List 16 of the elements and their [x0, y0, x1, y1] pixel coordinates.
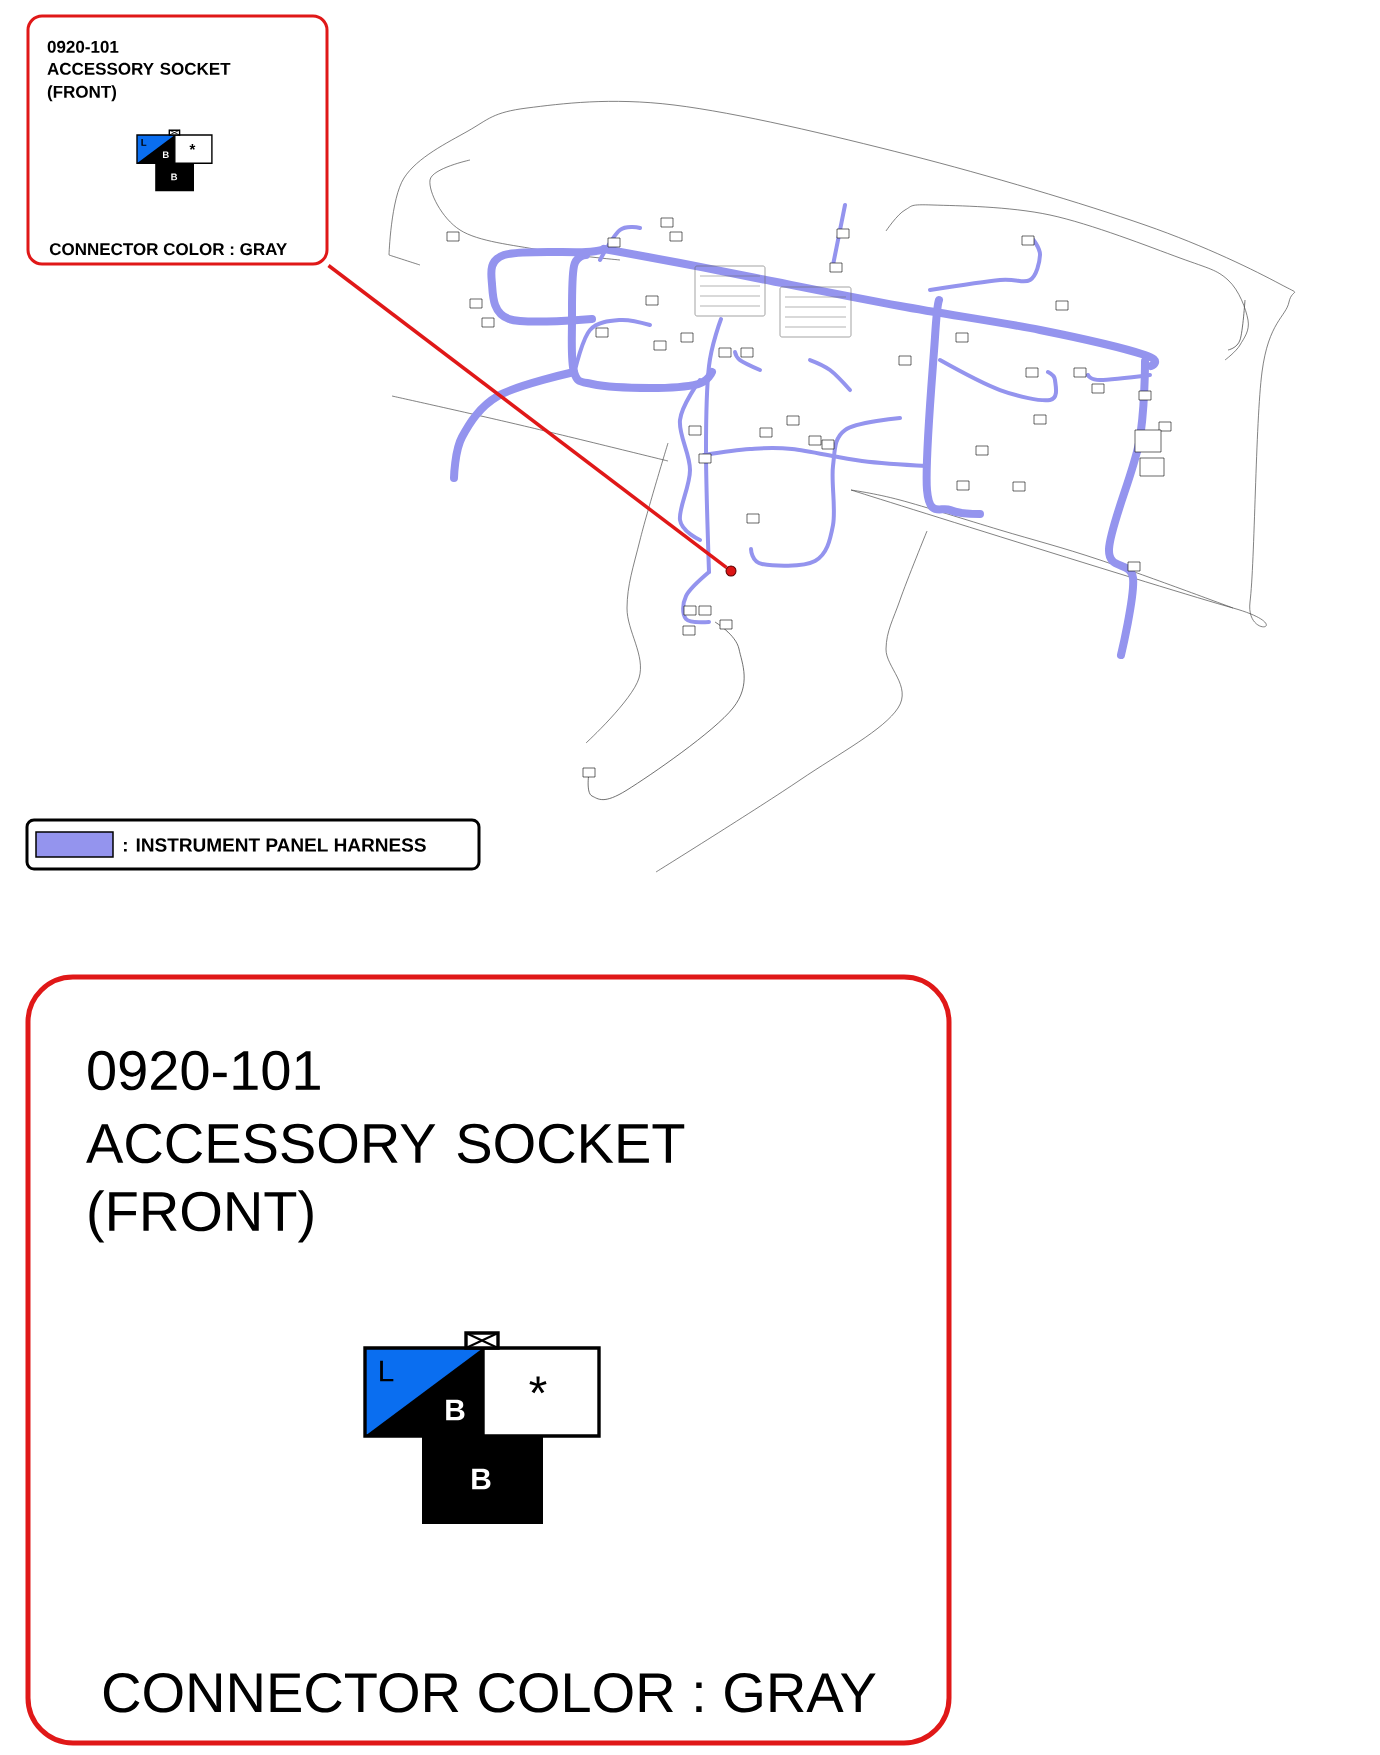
pin-label: *	[529, 1376, 547, 1394]
part-name: ACCESSORY SOCKET (FRONT)	[47, 62, 231, 102]
leader-line	[327, 264, 728, 570]
part-name: ACCESSORY SOCKET (FRONT)	[86, 1123, 685, 1243]
connector-color-note: CONNECTOR COLOR : GRAY	[49, 243, 287, 256]
connector-color-note: CONNECTOR COLOR : GRAY	[103, 1672, 876, 1713]
legend-text: : INSTRUMENT PANEL HARNESS	[124, 838, 426, 852]
pin-label: L	[380, 1360, 394, 1382]
part-number: 0920-101	[47, 40, 119, 53]
pin-label: B	[171, 173, 178, 181]
part-number: 0920-101	[88, 1050, 320, 1091]
pin-label: B	[472, 1468, 491, 1490]
pin-label: *	[189, 144, 196, 150]
pin-label: B	[446, 1399, 465, 1421]
pin-label: L	[141, 139, 147, 146]
pin-label: B	[163, 151, 169, 159]
